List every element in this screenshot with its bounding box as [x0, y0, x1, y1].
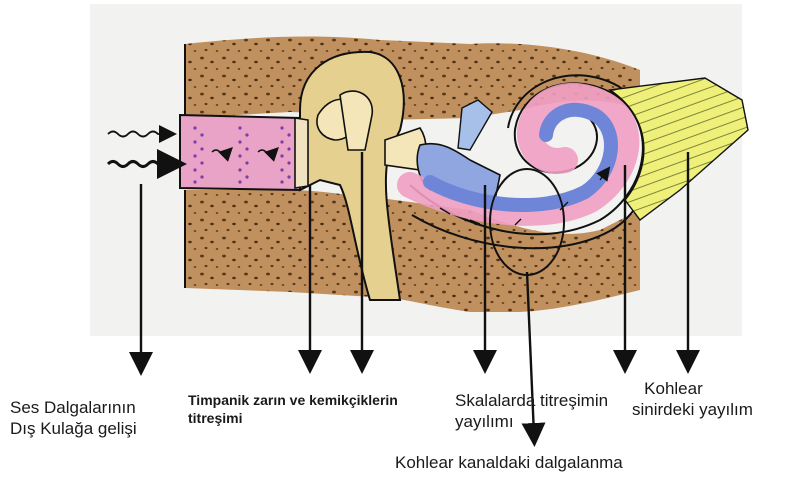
- label-ses-dalgalari: Ses Dalgalarının Dış Kulağa gelişi: [10, 397, 137, 440]
- label-kohlear-sinir-line2: sinirdeki yayılım: [632, 399, 753, 420]
- label-skalalar-line1: Skalalarda titreşimin: [455, 390, 608, 411]
- label-ses-line2: Dış Kulağa gelişi: [10, 418, 137, 439]
- label-timpanik-line2: titreşimi: [188, 410, 398, 428]
- label-skalalar: Skalalarda titreşimin yayılımı: [455, 390, 608, 433]
- label-kohlear-sinir: Kohlear sinirdeki yayılım: [632, 378, 753, 421]
- label-kohlear-sinir-line1: Kohlear: [632, 378, 753, 399]
- label-skalalar-line2: yayılımı: [455, 411, 608, 432]
- label-ses-line1: Ses Dalgalarının: [10, 397, 137, 418]
- ear-canal: [180, 115, 300, 190]
- label-kohlear-kanal: Kohlear kanaldaki dalgalanma: [395, 452, 623, 473]
- label-timpanik-line1: Timpanik zarın ve kemikçiklerin: [188, 392, 398, 410]
- label-timpanik: Timpanik zarın ve kemikçiklerin titreşim…: [188, 392, 398, 427]
